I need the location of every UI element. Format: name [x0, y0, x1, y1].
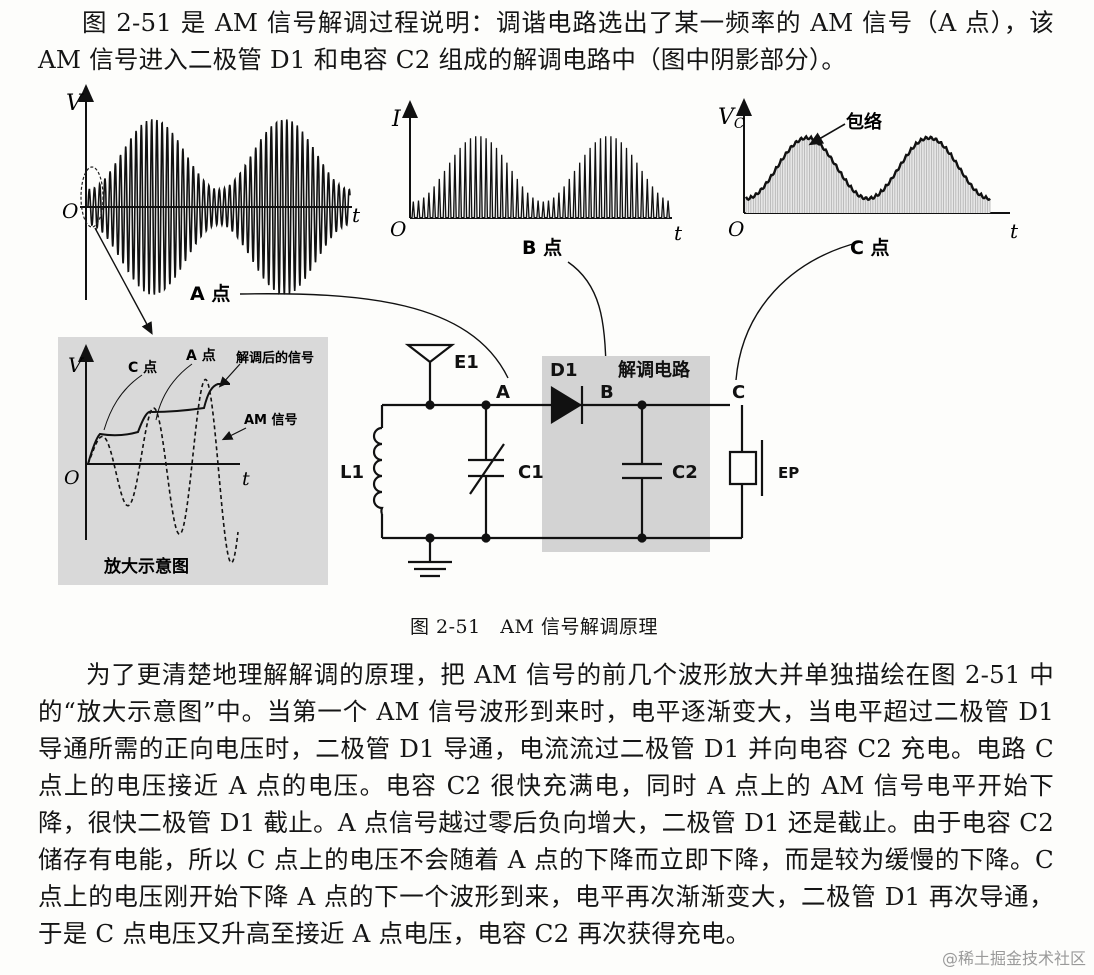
inset-x-label: t [242, 468, 250, 490]
inset-am-wave [87, 378, 239, 564]
junction-dot [425, 533, 435, 543]
node-a-label: A [496, 382, 510, 403]
leader-c [735, 241, 861, 381]
label-b-point: B 点 [522, 237, 562, 259]
am-waveform [87, 119, 351, 296]
graph-c-envelope: VC O t 包络 [718, 98, 1019, 243]
diode-d1 [550, 386, 583, 424]
demod-circuit-label: 解调电路 [618, 359, 691, 381]
label-a-point: A 点 [190, 283, 230, 305]
graph-b-origin: O [390, 217, 406, 241]
label-c-point: C 点 [850, 237, 890, 259]
junction-dot [637, 533, 647, 543]
demod-shaded-region [542, 356, 710, 552]
inset-leader-c [103, 374, 143, 431]
inset-label-a: A 点 [186, 347, 216, 364]
inset-y-label: V [68, 353, 85, 377]
inset-label-demod: 解调后的信号 [235, 350, 314, 366]
inset-leader-a [155, 363, 193, 421]
label-c1: C1 [518, 462, 544, 483]
label-c2: C2 [672, 462, 698, 483]
inset-label-c: C 点 [128, 359, 157, 376]
inset-title: 放大示意图 [103, 556, 189, 577]
graph-b-y-label: I [391, 107, 402, 132]
graph-c-y-label: VC [718, 105, 745, 132]
inset-demod-wave [87, 383, 230, 465]
figure-caption: 图 2-51 AM 信号解调原理 [410, 616, 658, 638]
circuit-diagram [372, 343, 764, 578]
junction-dot [481, 400, 491, 410]
junction-dot [637, 400, 647, 410]
leader-a [239, 293, 509, 379]
graph-c-origin: O [728, 217, 744, 241]
earphone-ep [728, 405, 764, 538]
graph-a-y-label: V [66, 91, 84, 116]
graph-a-origin: O [62, 199, 78, 223]
ground-symbol [408, 538, 452, 578]
envelope-label: 包络 [846, 111, 882, 133]
graph-b-current: I O t [390, 100, 683, 245]
graph-am-signal: V O t [62, 84, 361, 300]
inset-label-am: AM 信号 [244, 412, 298, 428]
rectified-waveform [411, 136, 671, 219]
label-ep: EP [778, 464, 799, 482]
watermark: @稀土掘金技术社区 [941, 949, 1086, 968]
label-e1: E1 [454, 352, 479, 373]
zoom-inset: V O t C 点 A 点 解调后的信号 AM 信号 放大示意图 [58, 337, 328, 585]
zoom-arrow [94, 227, 153, 335]
inset-arrow-am [221, 427, 247, 441]
coil-l1 [372, 426, 384, 515]
variable-capacitor-c1 [468, 405, 505, 538]
intro-paragraph: 图 2-51 是 AM 信号解调过程说明：调谐电路选出了某一频率的 AM 信号（… [38, 8, 1054, 74]
inset-arrow-demod [218, 363, 241, 388]
graph-a-x-label: t [352, 203, 361, 227]
node-b-label: B [600, 382, 614, 403]
label-l1: L1 [340, 462, 364, 483]
inset-origin: O [64, 467, 80, 489]
node-c-label: C [732, 382, 745, 403]
antenna-e1 [404, 343, 456, 405]
body-paragraph: 为了更清楚地理解解调的原理，把 AM 信号的前几个波形放大并单独描绘在图 2-5… [38, 660, 1054, 948]
envelope-hatching [745, 137, 991, 213]
graph-c-x-label: t [1010, 219, 1019, 243]
envelope-arrow [808, 123, 846, 146]
graph-b-x-label: t [674, 221, 683, 245]
junction-dot [481, 533, 491, 543]
label-d1: D1 [550, 360, 577, 381]
zoom-region-marker [80, 166, 104, 228]
envelope-curve [744, 134, 991, 202]
junction-dot [425, 400, 435, 410]
capacitor-c2 [622, 405, 662, 538]
